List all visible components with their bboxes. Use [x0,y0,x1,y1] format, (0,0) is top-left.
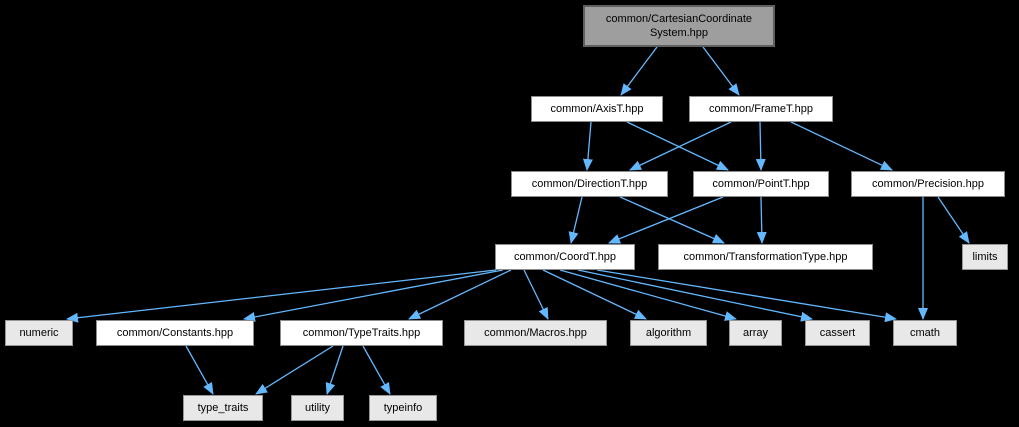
node-label: common/DirectionT.hpp [531,178,648,190]
edge-framet-to-pointt [755,121,766,171]
node-label: common/Precision.hpp [872,178,984,190]
node-label: common/AxisT.hpp [550,103,644,115]
node-precision[interactable]: common/Precision.hpp [851,171,1005,197]
edge-coordt-to-algorithm [542,269,647,320]
edge-coordt-to-typetraits [408,269,512,320]
node-label: common/TypeTraits.hpp [302,327,421,339]
node-axist[interactable]: common/AxisT.hpp [531,96,663,122]
node-numeric: numeric [5,320,73,346]
node-cmath: cmath [893,320,957,346]
node-label: typeinfo [383,402,423,414]
edge-typetraits-to-typeinfo [362,345,391,395]
node-utility: utility [291,395,344,421]
node-directiont[interactable]: common/DirectionT.hpp [511,171,668,197]
edge-cartesian-coordinate-system-to-framet [702,46,740,96]
node-label: cmath [910,327,940,339]
edge-coordt-to-numeric [66,269,497,323]
node-label: cassert [819,327,856,339]
edge-constants-to-type-traits [185,345,214,395]
node-coordt[interactable]: common/CoordT.hpp [495,244,635,270]
edge-coordt-to-array [559,269,737,321]
node-array: array [729,320,782,346]
node-label: algorithm [645,327,692,339]
node-framet[interactable]: common/FrameT.hpp [689,96,833,122]
edge-typetraits-to-utility [325,345,344,395]
node-typeinfo: typeinfo [369,395,437,421]
edge-coordt-to-cassert [577,269,813,322]
edge-framet-to-precision [790,121,893,171]
node-algorithm: algorithm [630,320,707,346]
edge-coordt-to-macros [523,269,549,320]
edge-pointt-to-coordt [608,196,724,244]
edges-group [66,46,970,395]
edge-axist-to-pointt [626,121,729,171]
node-label: array [742,327,769,339]
edge-coordt-to-cmath [596,269,897,323]
edge-pointt-to-transformation-type [756,196,767,244]
node-label: common/PointT.hpp [712,178,810,190]
node-typetraits[interactable]: common/TypeTraits.hpp [280,320,443,346]
node-constants[interactable]: common/Constants.hpp [96,320,254,346]
node-transformation-type[interactable]: common/TransformationType.hpp [658,244,873,270]
node-label: type_traits [197,402,249,414]
edge-cartesian-coordinate-system-to-axist [620,46,658,96]
node-type-traits: type_traits [183,395,263,421]
node-pointt[interactable]: common/PointT.hpp [693,171,829,197]
node-cartesian-coordinate-system: common/CartesianCoordinate System.hpp [583,5,775,47]
edge-precision-to-limits [937,196,970,244]
node-label: common/FrameT.hpp [709,103,813,115]
edge-typetraits-to-type-traits [255,345,334,395]
node-label: common/Macros.hpp [484,327,587,339]
node-limits: limits [962,244,1008,270]
edge-directiont-to-transformation-type [619,196,725,244]
node-label: common/TransformationType.hpp [683,251,848,263]
node-label: common/Constants.hpp [116,327,234,339]
edge-directiont-to-coordt [568,196,583,244]
node-label: common/CartesianCoordinate System.hpp [605,13,753,39]
node-label: limits [972,251,998,263]
edge-coordt-to-constants [243,269,504,322]
node-macros: common/Macros.hpp [464,320,607,346]
node-label: common/CoordT.hpp [513,251,617,263]
node-label: utility [304,402,331,414]
node-label: numeric [19,327,59,339]
node-cassert: cassert [805,320,870,346]
edge-framet-to-directiont [629,121,732,171]
edge-axist-to-directiont [582,121,593,171]
